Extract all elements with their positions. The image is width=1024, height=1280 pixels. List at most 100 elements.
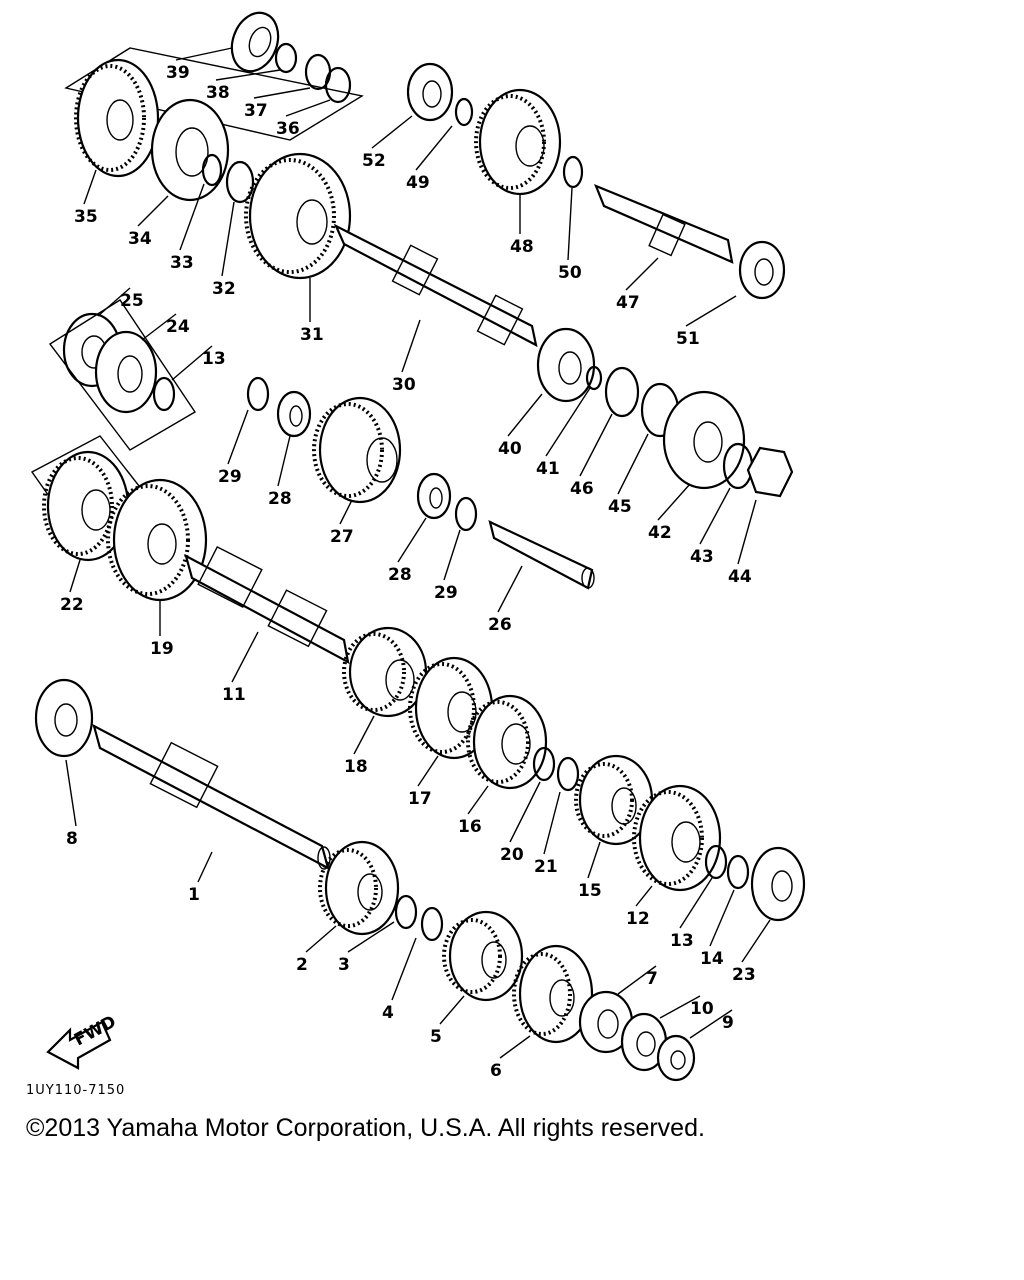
callout-29: 29 <box>434 583 458 603</box>
callout-33: 33 <box>170 253 194 273</box>
callout-9: 9 <box>722 1013 734 1033</box>
leader-line-30 <box>401 319 421 373</box>
callout-16: 16 <box>458 817 482 837</box>
gear-19-graphic <box>106 478 208 602</box>
callout-24: 24 <box>166 317 190 337</box>
callout-47: 47 <box>616 293 640 313</box>
fwd-arrow-icon: FWD <box>46 1012 120 1070</box>
washer-49-graphic <box>454 97 474 127</box>
leader-line-9 <box>689 1009 733 1039</box>
callout-13: 13 <box>670 931 694 951</box>
leader-line-32 <box>221 201 235 277</box>
gear-48-graphic <box>474 88 562 196</box>
callout-20: 20 <box>500 845 524 865</box>
washer-13-upper-graphic <box>152 376 176 412</box>
leader-line-37 <box>253 87 311 99</box>
gear-15-graphic <box>574 754 654 846</box>
bearing-51-graphic <box>738 240 786 300</box>
leader-line-8 <box>65 759 77 827</box>
gear-31-graphic <box>244 152 352 280</box>
leader-line-13 <box>679 877 713 929</box>
leader-line-23 <box>741 919 771 963</box>
leader-line-29 <box>227 409 249 465</box>
leader-line-14 <box>709 889 735 947</box>
bearing-28-upper-graphic <box>276 390 312 438</box>
leader-line-46 <box>579 413 613 477</box>
nut-44-graphic <box>746 446 794 498</box>
diagram-code: 1UY110-7150 <box>26 1083 126 1098</box>
callout-43: 43 <box>690 547 714 567</box>
leader-line-21 <box>543 791 561 855</box>
leader-line-28 <box>397 517 427 563</box>
bearing-52-graphic <box>406 62 454 122</box>
bearing-28-lower-graphic <box>416 472 452 520</box>
gear-2-graphic <box>318 840 400 936</box>
callout-26: 26 <box>488 615 512 635</box>
leader-line-35 <box>83 169 97 205</box>
gear-17-graphic <box>408 656 494 760</box>
circlips-36-38-graphic <box>274 42 352 104</box>
callout-41: 41 <box>536 459 560 479</box>
callout-51: 51 <box>676 329 700 349</box>
callout-10: 10 <box>690 999 714 1019</box>
gear-27-graphic <box>312 396 402 504</box>
leader-line-43 <box>699 487 731 545</box>
callout-5: 5 <box>430 1027 442 1047</box>
gear-12-graphic <box>632 784 722 892</box>
circlip-21-graphic <box>556 756 580 792</box>
gear-34-graphic <box>150 98 230 202</box>
washer-29-upper-graphic <box>246 376 270 412</box>
leader-line-29 <box>443 529 461 581</box>
callout-36: 36 <box>276 119 300 139</box>
circlip-50-graphic <box>562 155 584 189</box>
leader-line-5 <box>439 995 465 1025</box>
bearing-24-graphic <box>94 330 158 414</box>
leader-line-12 <box>635 885 653 907</box>
leader-line-33 <box>179 183 205 251</box>
callout-6: 6 <box>490 1061 502 1081</box>
callout-17: 17 <box>408 789 432 809</box>
callout-19: 19 <box>150 639 174 659</box>
callout-27: 27 <box>330 527 354 547</box>
leader-line-2 <box>305 925 337 953</box>
leader-line-34 <box>137 195 169 227</box>
callout-48: 48 <box>510 237 534 257</box>
leader-line-4 <box>391 937 417 1001</box>
callout-52: 52 <box>362 151 386 171</box>
leader-line-1 <box>197 851 213 883</box>
washer-3-graphic <box>394 894 418 930</box>
callout-8: 8 <box>66 829 78 849</box>
callout-7: 7 <box>646 969 658 989</box>
callout-15: 15 <box>578 881 602 901</box>
callout-40: 40 <box>498 439 522 459</box>
callout-44: 44 <box>728 567 752 587</box>
callout-13: 13 <box>202 349 226 369</box>
spacer-7-graphic <box>578 990 634 1054</box>
callout-46: 46 <box>570 479 594 499</box>
callout-11: 11 <box>222 685 246 705</box>
callout-18: 18 <box>344 757 368 777</box>
callout-39: 39 <box>166 63 190 83</box>
leader-line-49 <box>415 125 453 171</box>
leader-line-20 <box>509 781 541 843</box>
callout-29: 29 <box>218 467 242 487</box>
callout-21: 21 <box>534 857 558 877</box>
leader-line-36 <box>285 99 331 117</box>
callout-4: 4 <box>382 1003 394 1023</box>
circlip-33-graphic <box>201 153 223 187</box>
leader-line-52 <box>371 115 413 149</box>
callout-14: 14 <box>700 949 724 969</box>
callout-28: 28 <box>388 565 412 585</box>
gear-5-graphic <box>442 910 524 1002</box>
callout-38: 38 <box>206 83 230 103</box>
copyright-notice: ©2013 Yamaha Motor Corporation, U.S.A. A… <box>26 1114 705 1142</box>
bearing-8-graphic <box>34 678 94 758</box>
leader-line-39 <box>175 47 233 61</box>
leader-line-38 <box>215 69 281 81</box>
leader-line-6 <box>499 1035 531 1059</box>
leader-line-17 <box>417 755 439 787</box>
leader-line-22 <box>69 559 81 593</box>
leader-line-7 <box>617 965 657 995</box>
leader-line-15 <box>587 841 601 879</box>
